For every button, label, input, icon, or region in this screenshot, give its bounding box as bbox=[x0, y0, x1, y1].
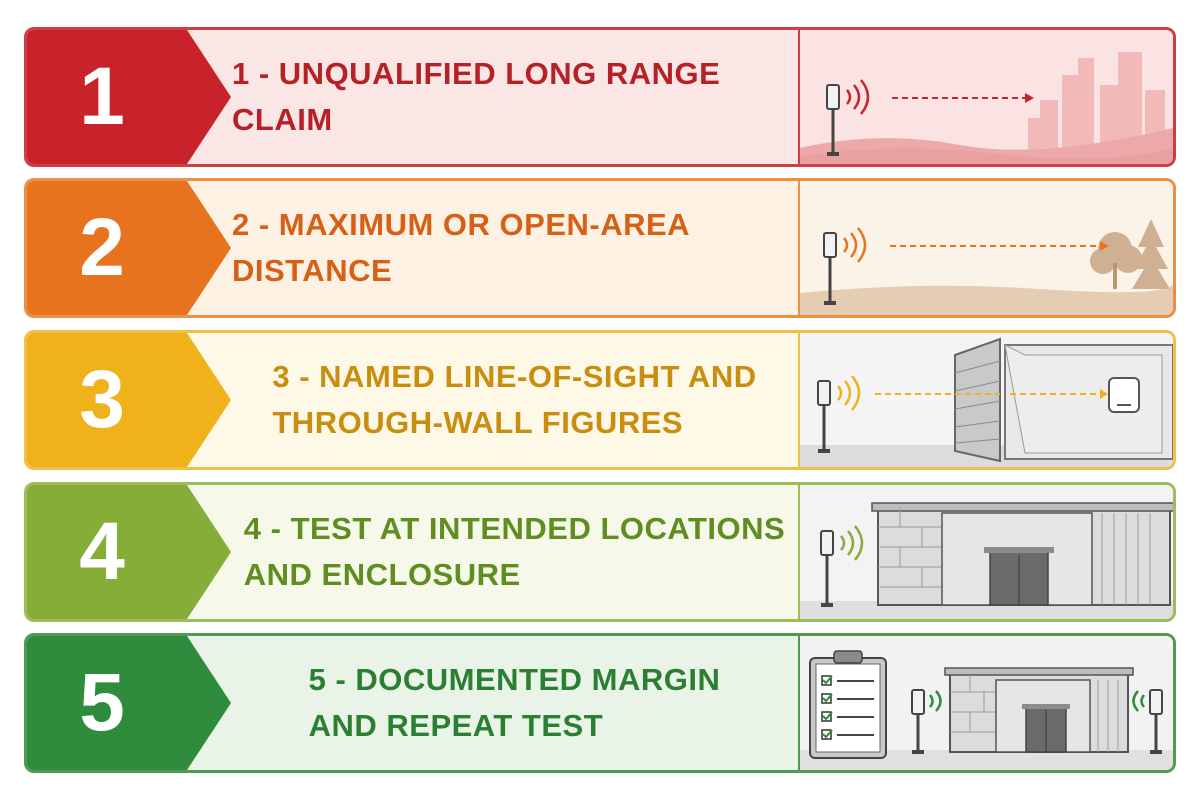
row-4-label: 4 - TEST AT INTENDED LOCATIONS AND ENCLO… bbox=[243, 511, 786, 592]
row-5-divider bbox=[798, 636, 800, 770]
antenna-to-distant-city-icon bbox=[800, 30, 1173, 164]
row-3-label-box: 3 - NAMED LINE-OF-SIGHT AND THROUGH-WALL… bbox=[232, 333, 797, 467]
row-4: 4 4 - TEST AT INTENDED LOCATIONS AND ENC… bbox=[24, 482, 1176, 622]
row-5-label-box: 5 - DOCUMENTED MARGIN AND REPEAT TEST bbox=[232, 636, 797, 770]
row-1-label: 1 - UNQUALIFIED LONG RANGE CLAIM bbox=[232, 56, 721, 137]
row-5-badge: 5 bbox=[27, 636, 231, 770]
row-3-divider bbox=[798, 333, 800, 467]
row-3-label: 3 - NAMED LINE-OF-SIGHT AND THROUGH-WALL… bbox=[272, 359, 757, 440]
row-1-number: 1 bbox=[79, 51, 125, 142]
row-2-number: 2 bbox=[79, 202, 125, 293]
antenna-to-open-field-trees-icon bbox=[800, 181, 1173, 315]
antenna-through-wall-to-receiver-icon bbox=[800, 333, 1173, 467]
row-4-label-box: 4 - TEST AT INTENDED LOCATIONS AND ENCLO… bbox=[232, 485, 797, 619]
row-5-number: 5 bbox=[79, 657, 125, 748]
row-1-badge: 1 bbox=[27, 30, 231, 164]
antenna-at-building-enclosure-icon bbox=[800, 485, 1173, 619]
row-2: 2 2 - MAXIMUM OR OPEN-AREA DISTANCE bbox=[24, 178, 1176, 318]
row-1-divider bbox=[798, 30, 800, 164]
row-4-divider bbox=[798, 485, 800, 619]
row-3: 3 3 - NAMED LINE-OF-SIGHT AND THROUGH-WA… bbox=[24, 330, 1176, 470]
row-3-number: 3 bbox=[79, 354, 125, 445]
row-2-label-box: 2 - MAXIMUM OR OPEN-AREA DISTANCE bbox=[232, 181, 797, 315]
checklist-and-paired-antennas-icon bbox=[800, 636, 1173, 770]
row-4-number: 4 bbox=[79, 506, 125, 597]
row-2-badge: 2 bbox=[27, 181, 231, 315]
row-1: 1 1 - UNQUALIFIED LONG RANGE CLAIM bbox=[24, 27, 1176, 167]
row-2-label: 2 - MAXIMUM OR OPEN-AREA DISTANCE bbox=[232, 207, 689, 288]
row-5: 5 5 - DOCUMENTED MARGIN AND REPEAT TEST bbox=[24, 633, 1176, 773]
row-5-label: 5 - DOCUMENTED MARGIN AND REPEAT TEST bbox=[308, 662, 721, 743]
row-2-divider bbox=[798, 181, 800, 315]
row-3-badge: 3 bbox=[27, 333, 231, 467]
row-1-label-box: 1 - UNQUALIFIED LONG RANGE CLAIM bbox=[232, 30, 797, 164]
row-4-badge: 4 bbox=[27, 485, 231, 619]
